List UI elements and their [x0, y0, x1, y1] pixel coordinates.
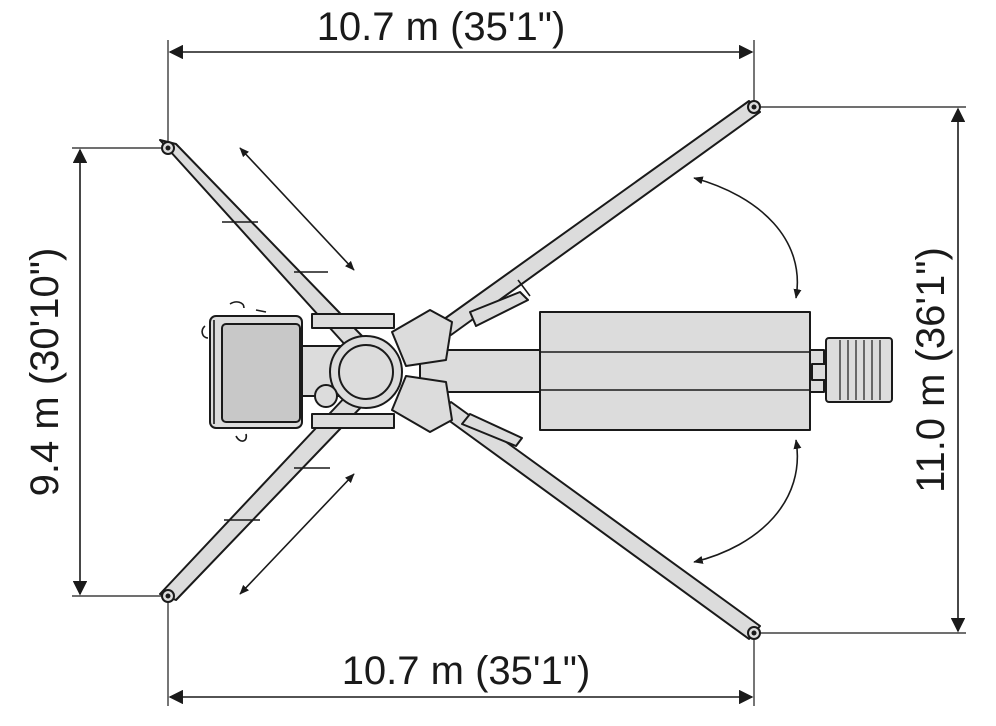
outrigger-swing-arrow-front	[693, 176, 802, 299]
top-width-dimension: 10.7 m (35'1")	[167, 5, 755, 148]
operator-cab	[201, 301, 303, 442]
outrigger-rear-right	[439, 401, 761, 640]
chassis	[299, 309, 453, 433]
outrigger-extension-arrow-rear	[239, 473, 355, 595]
outrigger-extension-arrow-front	[239, 147, 355, 271]
outrigger-front-right	[439, 100, 761, 336]
right-height-label: 11.0 m (36'1")	[909, 247, 953, 493]
bottom-width-label: 10.7 m (35'1")	[342, 649, 591, 693]
boom-assembly	[419, 311, 893, 431]
outrigger-swing-arrow-rear	[693, 439, 802, 564]
bottom-width-dimension: 10.7 m (35'1")	[167, 596, 755, 706]
right-height-dimension: 11.0 m (36'1")	[758, 106, 966, 634]
top-width-label: 10.7 m (35'1")	[317, 5, 566, 49]
left-height-dimension: 9.4 m (30'10")	[23, 147, 164, 597]
left-height-label: 9.4 m (30'10")	[23, 248, 67, 497]
